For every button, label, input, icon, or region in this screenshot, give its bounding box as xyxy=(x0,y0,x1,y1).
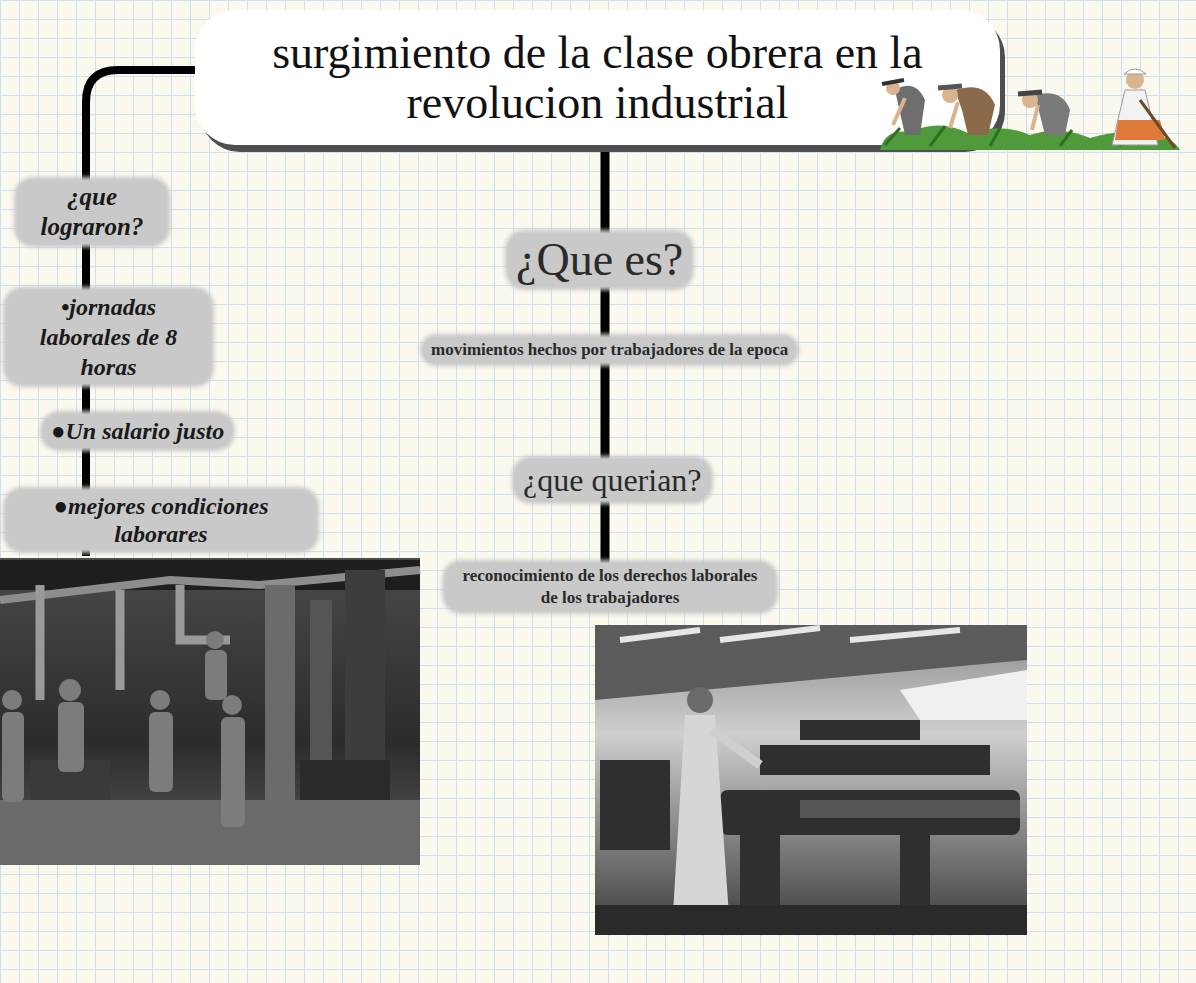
node-text: ¿Que es? xyxy=(516,235,683,285)
connector-line xyxy=(82,384,90,414)
title: surgimiento de la clase obrera en la rev… xyxy=(208,28,988,128)
left-factory-photo xyxy=(0,558,420,865)
branch-line xyxy=(601,140,610,250)
connector-line xyxy=(601,363,610,459)
question-heading: ¿que querian? xyxy=(515,459,710,501)
node-text: reconocimiento de los derechos laborales… xyxy=(453,565,767,609)
right-factory-photo xyxy=(595,625,1027,935)
branch-line xyxy=(86,70,195,200)
bullet-item: ●Un salario justo xyxy=(43,414,232,448)
bullet-item: •jornadas laborales de 8 horas xyxy=(6,290,211,384)
bullet-item: ●mejores condiciones laborares xyxy=(6,490,316,550)
connector-line xyxy=(82,244,90,290)
question-heading: ¿que lograron? xyxy=(17,180,167,244)
node-text: •jornadas laborales de 8 horas xyxy=(14,292,203,382)
node-text: movimientos hechos por trabajadores de l… xyxy=(431,339,788,361)
answer-box: movimientos hechos por trabajadores de l… xyxy=(423,337,796,363)
node-text: ●mejores condiciones laborares xyxy=(14,492,308,548)
question-heading: ¿Que es? xyxy=(508,233,691,287)
node-text: ●Un salario justo xyxy=(51,416,224,446)
answer-box: reconocimiento de los derechos laborales… xyxy=(445,563,775,611)
node-text: ¿que lograron? xyxy=(25,182,159,242)
connector-line xyxy=(82,448,90,490)
title-banner: surgimiento de la clase obrera en la rev… xyxy=(195,10,1000,145)
connector-line xyxy=(601,501,610,563)
worker-figure xyxy=(672,687,760,930)
node-text: ¿que querian? xyxy=(523,461,702,499)
branch-line xyxy=(82,520,90,556)
connector-line xyxy=(601,287,610,337)
